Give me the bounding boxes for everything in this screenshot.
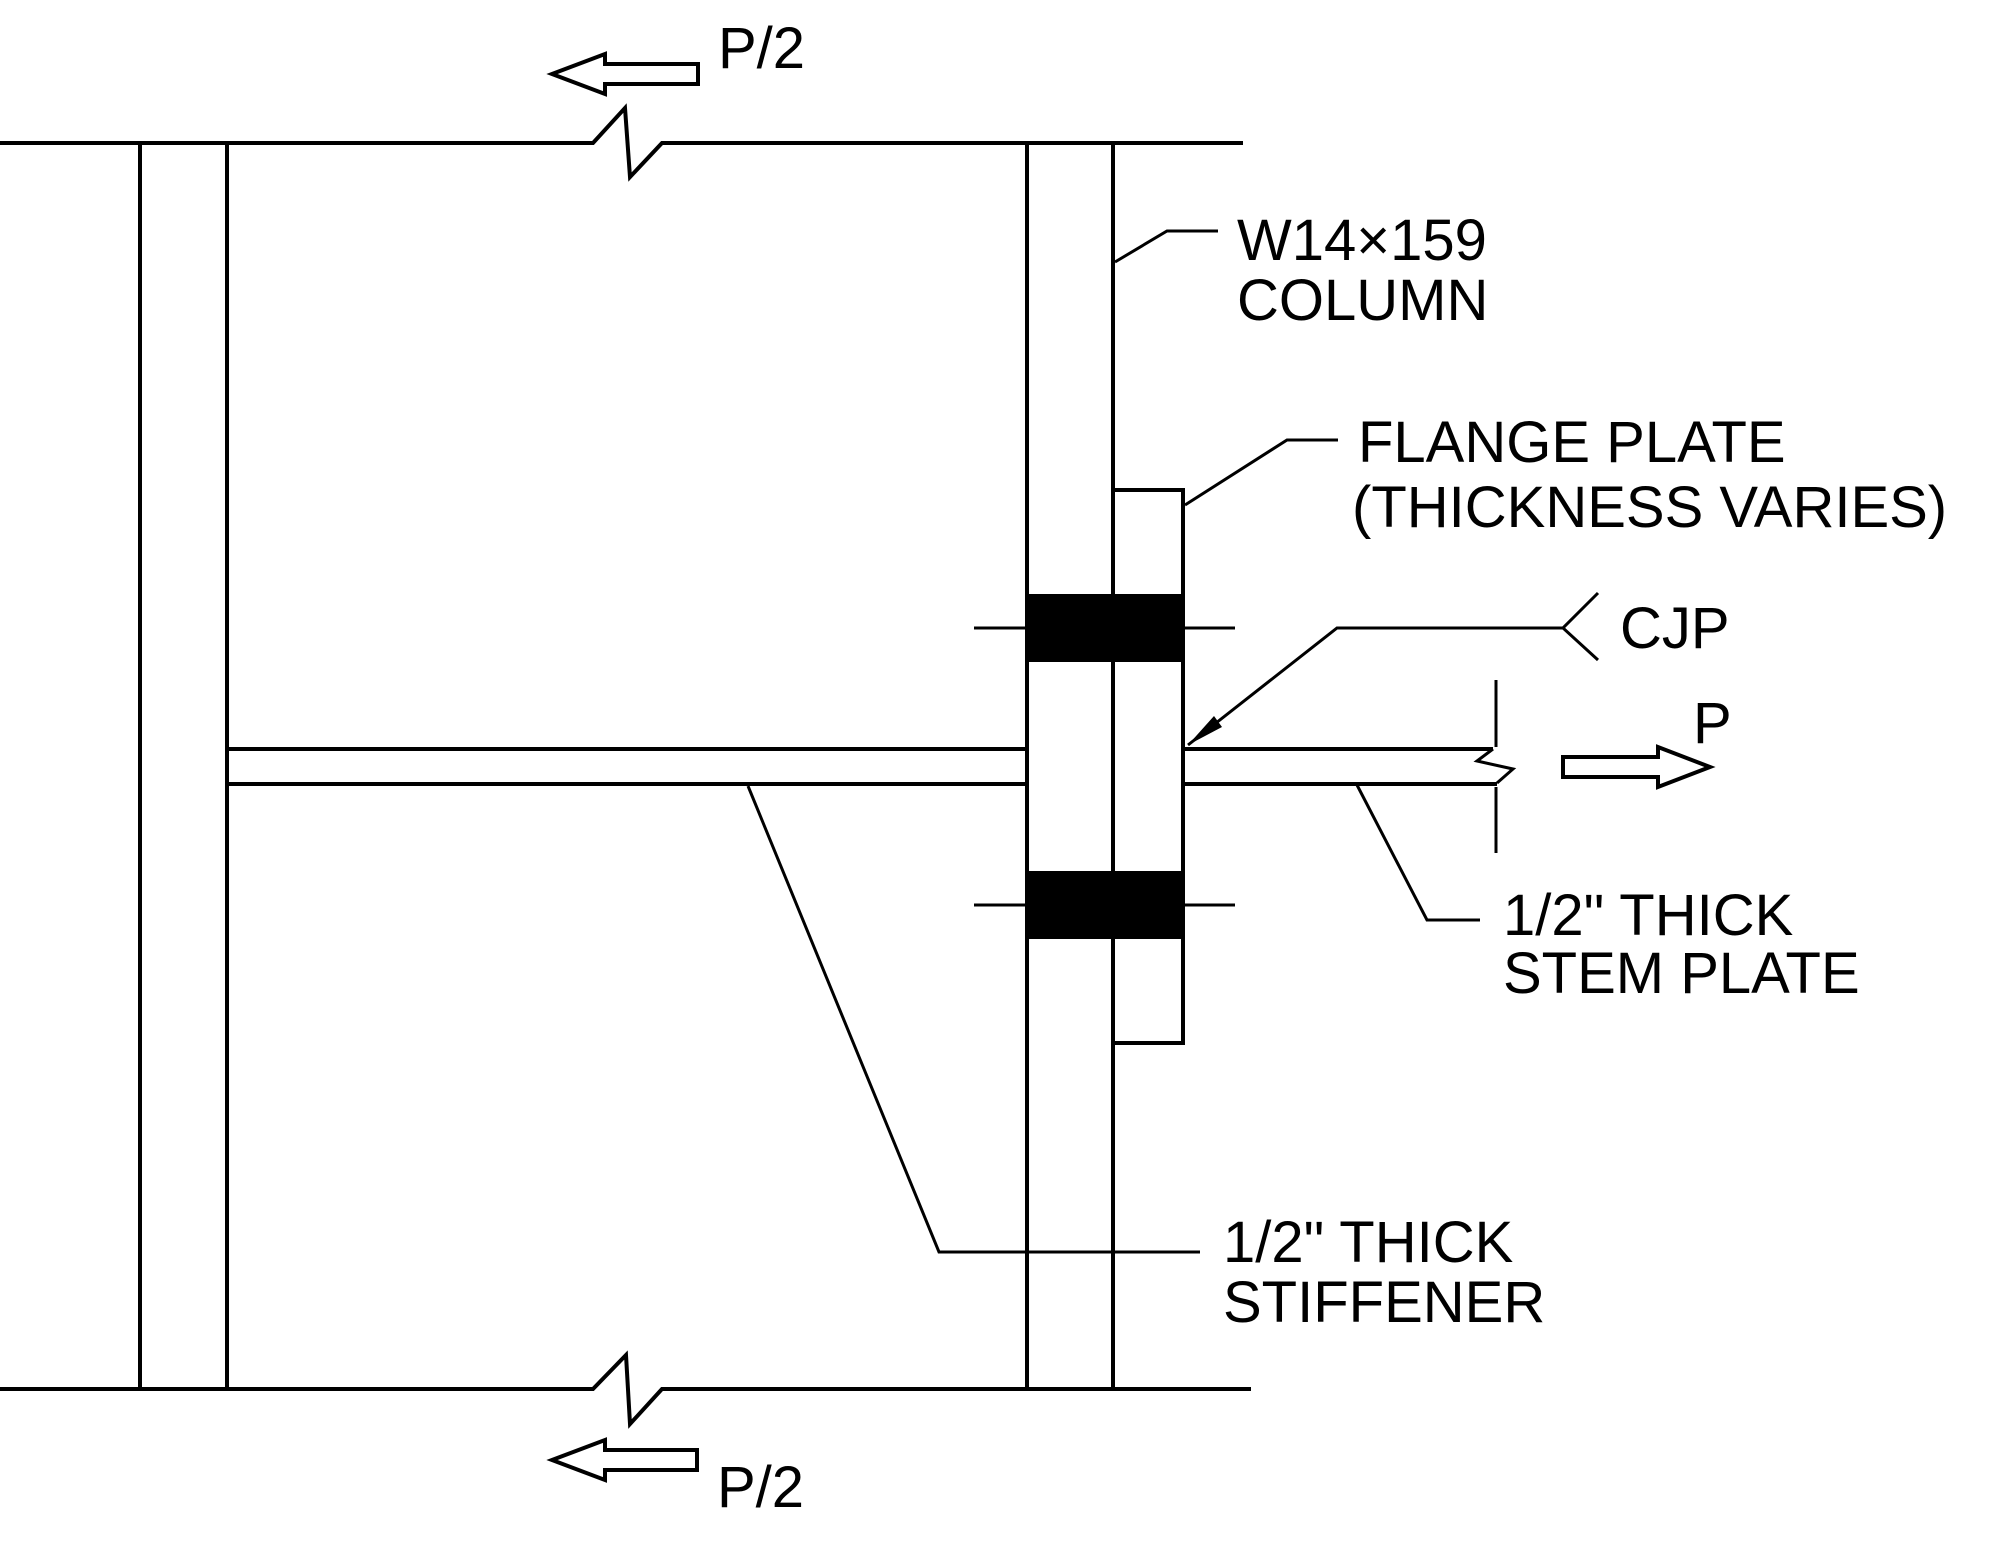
cjp-leader — [1187, 591, 1600, 747]
load-arrow-bottom-left-icon — [546, 1437, 699, 1483]
load-label-top: P/2 — [718, 16, 805, 81]
stem-plate-label-line1: 1/2" THICK — [1503, 883, 1794, 948]
lower-weld-fill — [1026, 871, 1183, 939]
cjp-leader-arrowhead-icon — [1188, 716, 1222, 745]
column-label-leader — [1114, 229, 1218, 264]
column-label-line2: COLUMN — [1237, 268, 1488, 333]
flange-plate-outline — [1113, 488, 1185, 1045]
flange-plate-label-line2: (THICKNESS VARIES) — [1352, 475, 1947, 540]
load-label-bottom: P/2 — [717, 1455, 804, 1520]
stem-plate-break-mark — [1473, 680, 1517, 853]
stiffener-label-leader — [746, 785, 1200, 1254]
cjp-weld-label: CJP — [1620, 596, 1730, 661]
flange-plate-label-line1: FLANGE PLATE — [1358, 410, 1786, 475]
upper-weld-fill — [1026, 594, 1183, 662]
stem-plate-label-leader — [1355, 784, 1480, 922]
load-label-right: P — [1693, 691, 1732, 756]
column-label-line1: W14×159 — [1237, 208, 1487, 273]
stem-plate-label-line2: STEM PLATE — [1503, 941, 1860, 1006]
top-member-cut-line — [0, 103, 1243, 182]
stiffener-label-line1: 1/2" THICK — [1223, 1210, 1514, 1275]
flange-plate-label-leader — [1184, 438, 1338, 507]
stiffener-label-line2: STIFFENER — [1223, 1270, 1545, 1335]
load-arrow-top-left-icon — [546, 51, 700, 97]
bottom-member-cut-line — [0, 1350, 1251, 1429]
load-arrow-right-icon — [1561, 744, 1716, 790]
